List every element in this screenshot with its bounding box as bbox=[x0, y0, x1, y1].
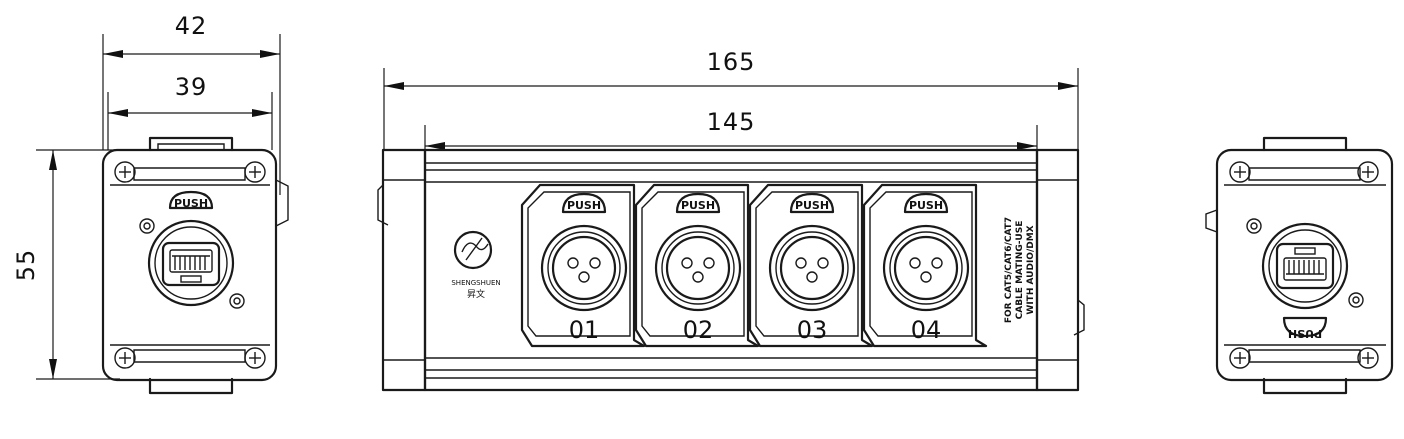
xlr-socket-icon bbox=[654, 224, 742, 312]
dim-left-height: 55 bbox=[12, 249, 40, 282]
xlr-socket-icon bbox=[882, 224, 970, 312]
xlr-socket-icon bbox=[540, 224, 628, 312]
port-number: 03 bbox=[797, 316, 828, 344]
spec-line-3: WITH AUDIO/DMX bbox=[1026, 225, 1036, 314]
screw-icon bbox=[1229, 347, 1251, 369]
port-number: 02 bbox=[683, 316, 714, 344]
port-number: 04 bbox=[911, 316, 942, 344]
push-label-right: PUSH bbox=[1288, 327, 1322, 340]
screw-icon bbox=[1229, 161, 1251, 183]
brand-name: SHENGSHUEN bbox=[451, 279, 500, 287]
push-label: PUSH bbox=[909, 199, 943, 212]
left-side-view: 42 39 55 PUSH bbox=[12, 12, 289, 395]
xlr-port-03: PUSH 03 bbox=[748, 183, 874, 348]
screw-icon bbox=[244, 347, 266, 369]
screw-icon bbox=[114, 347, 136, 369]
xlr-port-04: PUSH 04 bbox=[862, 183, 988, 348]
port-panels: PUSH 01 PUSH 02 PUSH 03 PUSH 04 bbox=[520, 183, 988, 348]
xlr-port-01: PUSH 01 bbox=[520, 183, 646, 348]
xlr-port-02: PUSH 02 bbox=[634, 183, 760, 348]
spec-text: FOR CAT5/CAT6/CAT7 CABLE MATING-USE WITH… bbox=[1004, 217, 1036, 323]
dim-front-outer-width: 165 bbox=[707, 48, 756, 76]
push-label-left: PUSH bbox=[174, 197, 208, 210]
front-view: 165 145 SHENGSHUEN 昇文 PU bbox=[377, 48, 1085, 392]
screw-icon bbox=[1357, 161, 1379, 183]
push-label: PUSH bbox=[567, 199, 601, 212]
xlr-socket-icon bbox=[768, 224, 856, 312]
brand-logo: SHENGSHUEN 昇文 bbox=[451, 230, 501, 300]
spec-line-1: FOR CAT5/CAT6/CAT7 bbox=[1004, 217, 1014, 323]
push-label: PUSH bbox=[681, 199, 715, 212]
screw-icon bbox=[244, 161, 266, 183]
dim-front-inner-width: 145 bbox=[707, 108, 756, 136]
port-number: 01 bbox=[569, 316, 600, 344]
screw-icon bbox=[114, 161, 136, 183]
screw-icon bbox=[1357, 347, 1379, 369]
brand-chinese: 昇文 bbox=[467, 288, 485, 300]
dim-left-outer-width: 42 bbox=[175, 12, 208, 40]
push-label: PUSH bbox=[795, 199, 829, 212]
dim-left-inner-width: 39 bbox=[175, 73, 208, 101]
right-side-view: PUSH bbox=[1205, 136, 1394, 395]
spec-line-2: CABLE MATING-USE bbox=[1015, 221, 1025, 320]
